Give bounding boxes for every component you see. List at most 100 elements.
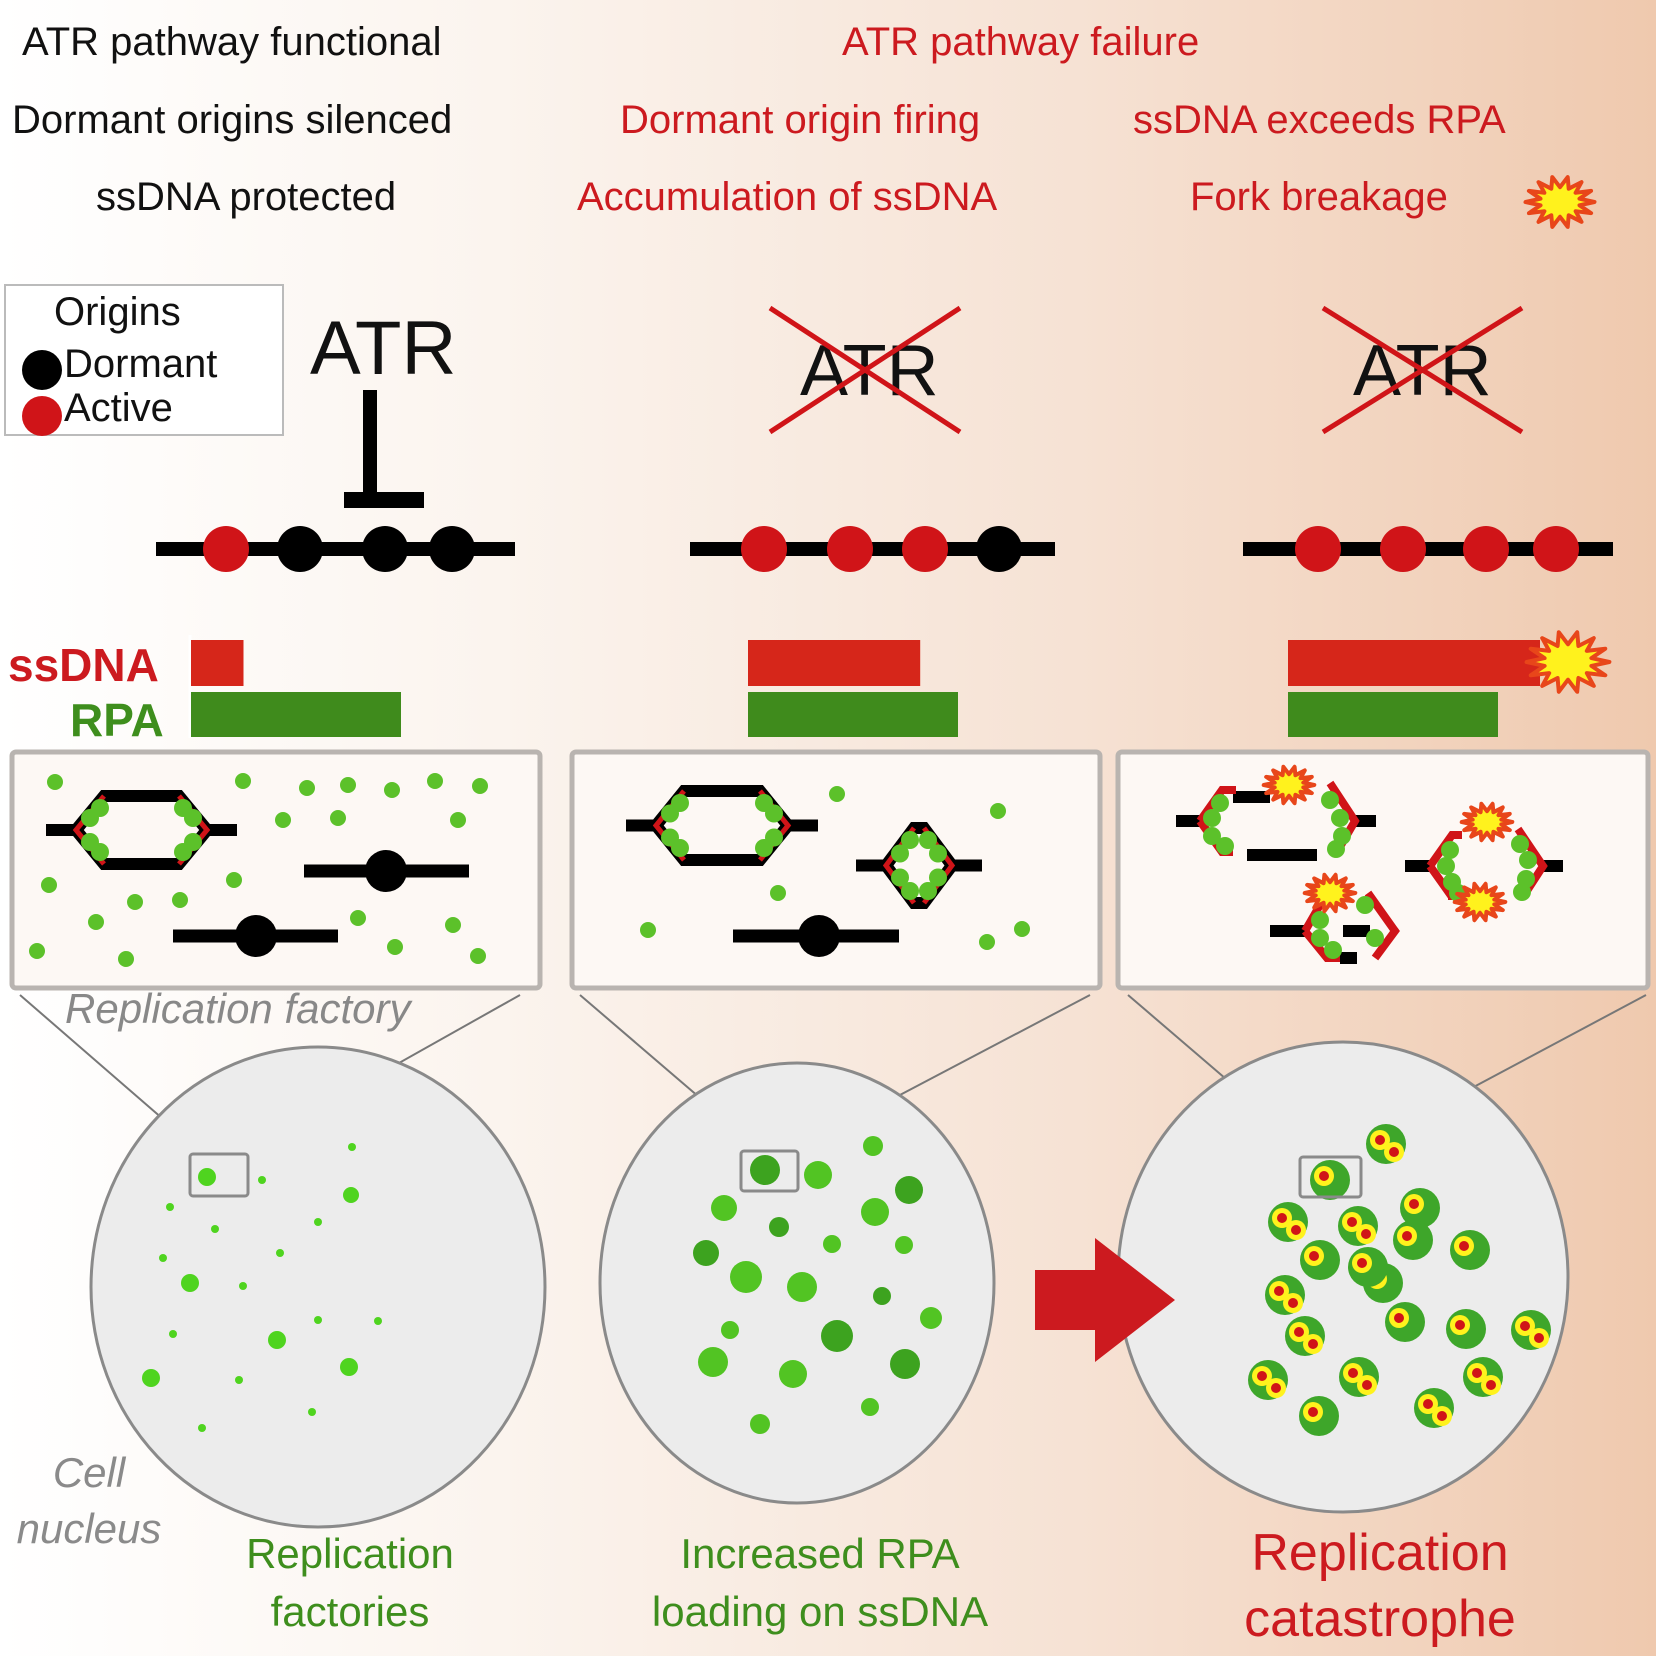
- replication-factory-focus: [239, 1282, 247, 1290]
- replication-bubble: [626, 785, 818, 866]
- legend-active-label: Active: [64, 386, 173, 430]
- rpa-protein: [919, 831, 937, 849]
- broken-fork-core: [1389, 1147, 1399, 1157]
- legend-title: Origins: [54, 290, 181, 334]
- legend-dormant-label: Dormant: [64, 342, 218, 386]
- active-origin: [1380, 526, 1426, 572]
- rpa-protein: [174, 799, 192, 817]
- broken-fork-core: [1348, 1368, 1358, 1378]
- rpa-protein: [1511, 835, 1529, 853]
- active-origin: [1533, 526, 1579, 572]
- rpa-protein: [1311, 929, 1329, 947]
- rpa-protein: [1321, 791, 1339, 809]
- caption-replication-factories: Replication factories: [200, 1525, 500, 1641]
- broken-fork-core: [1357, 1258, 1367, 1268]
- active-origin: [827, 526, 873, 572]
- rpa-protein: [1327, 840, 1345, 858]
- ssdna-segment: [1364, 890, 1400, 961]
- fork-breakage-burst-icon: [1452, 881, 1508, 923]
- dna-strand: [856, 822, 982, 872]
- rpa-protein: [1211, 794, 1229, 812]
- free-rpa-dot: [340, 777, 356, 793]
- rpa-loaded-focus: [779, 1360, 807, 1388]
- rpa-protein: [671, 839, 689, 857]
- zoom-region-box: [188, 1152, 250, 1198]
- rpa-protein: [1324, 941, 1342, 959]
- rpa-protein: [174, 843, 192, 861]
- fork-breakage-burst-icon: [1261, 764, 1317, 806]
- broken-fork-core: [1277, 1213, 1287, 1223]
- rpa-protein: [755, 794, 773, 812]
- atr-label: ATR: [310, 306, 457, 391]
- free-rpa-dot: [829, 786, 845, 802]
- caption-line-2: catastrophe: [1244, 1590, 1516, 1648]
- active-origin: [1463, 526, 1509, 572]
- broken-fork-core: [1394, 1313, 1404, 1323]
- free-rpa-dot: [1014, 921, 1030, 937]
- free-rpa-dot: [470, 948, 486, 964]
- replication-factory-focus: [308, 1408, 316, 1416]
- active-origin: [1295, 526, 1341, 572]
- replication-factory-focus: [314, 1316, 322, 1324]
- replication-factory-box: [9, 749, 543, 991]
- free-rpa-dot: [330, 810, 346, 826]
- free-rpa-dot: [299, 780, 315, 796]
- rpa-loaded-focus: [861, 1398, 879, 1416]
- dormant-origin: [362, 526, 408, 572]
- free-rpa-dot: [172, 892, 188, 908]
- functional-line-2: Dormant origins silenced: [12, 98, 453, 142]
- broken-fork-core: [1520, 1321, 1530, 1331]
- rpa-protein: [91, 799, 109, 817]
- replication-factory-focus: [235, 1376, 243, 1384]
- free-rpa-dot: [127, 894, 143, 910]
- rpa-loaded-focus: [750, 1155, 780, 1185]
- broken-fork-core: [1347, 1217, 1357, 1227]
- rpa-protein: [1441, 841, 1459, 859]
- zoom-region-box: [739, 1149, 800, 1193]
- replication-factory-focus: [374, 1317, 382, 1325]
- dormant-origin: [277, 526, 323, 572]
- replication-bubble: [46, 790, 237, 870]
- free-rpa-dot: [275, 812, 291, 828]
- rpa-loaded-focus: [693, 1240, 719, 1266]
- replication-bubble: [856, 822, 982, 909]
- broken-fork-core: [1362, 1380, 1372, 1390]
- broken-fork-core: [1257, 1371, 1267, 1381]
- free-rpa-dot: [235, 773, 251, 789]
- fork-breakage-burst-icon: [1459, 801, 1515, 843]
- replication-factory-focus: [211, 1225, 219, 1233]
- broken-fork-core: [1534, 1333, 1544, 1343]
- replication-factory-focus: [198, 1424, 206, 1432]
- broken-replication-forks: [1176, 780, 1563, 964]
- origins-legend: Origins Dormant Active: [4, 284, 284, 436]
- free-rpa-dot: [41, 877, 57, 893]
- rpa-bar-label: RPA: [70, 694, 164, 746]
- dna-strand: [626, 785, 818, 832]
- free-rpa-dot: [640, 922, 656, 938]
- free-rpa-dot: [770, 885, 786, 901]
- rpa-loaded-focus: [821, 1320, 853, 1352]
- dormant-origin: [365, 850, 407, 892]
- free-rpa-dot: [979, 934, 995, 950]
- rpa-bar: [191, 692, 401, 737]
- replication-factory-focus: [159, 1254, 167, 1262]
- fork-breakage-burst-icon: [1524, 630, 1612, 694]
- broken-fork-core: [1308, 1339, 1318, 1349]
- ssdna-bar: [1288, 640, 1540, 686]
- replication-factory-focus: [348, 1143, 356, 1151]
- rpa-protein: [919, 882, 937, 900]
- cell-nucleus: [1116, 1040, 1570, 1514]
- mid-line-2: Dormant origin firing: [620, 98, 981, 142]
- dormant-origin: [976, 526, 1022, 572]
- replication-factory-box: [569, 749, 1103, 991]
- broken-fork-core: [1486, 1380, 1496, 1390]
- replication-factory-focus: [276, 1249, 284, 1257]
- rpa-loaded-focus: [698, 1347, 728, 1377]
- rpa-protein: [1203, 827, 1221, 845]
- cell-nucleus-label: Cell nucleus: [16, 1449, 162, 1552]
- fork-breakage-burst-icon: [1523, 175, 1597, 229]
- broken-fork-core: [1291, 1225, 1301, 1235]
- broken-fork-core: [1375, 1135, 1385, 1145]
- rpa-protein: [1216, 837, 1234, 855]
- broken-fork-core: [1459, 1241, 1469, 1251]
